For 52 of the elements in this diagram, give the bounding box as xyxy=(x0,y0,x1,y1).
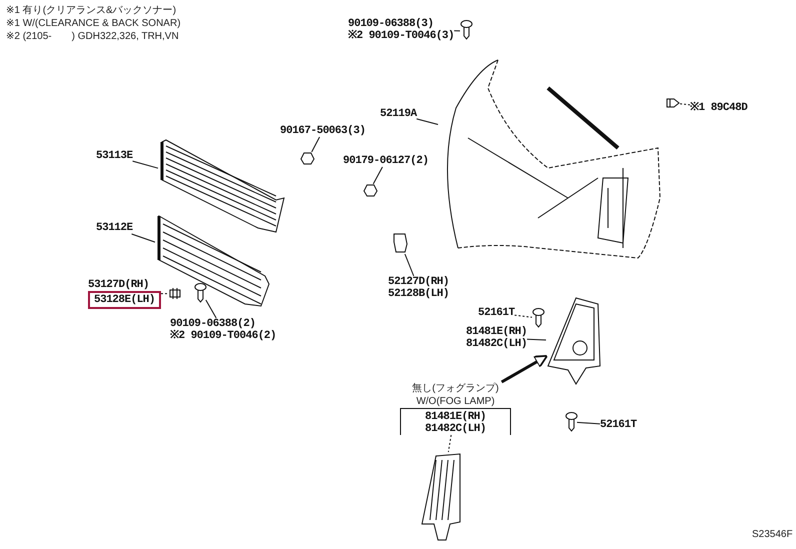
leader-line xyxy=(132,160,158,169)
leader-line xyxy=(311,136,320,152)
part-number: 90179-06127(2) xyxy=(343,155,428,167)
part-number: 52161T xyxy=(600,419,637,431)
part-number: 90167-50063(3) xyxy=(280,125,366,137)
part-number: 90109-06388(3) xyxy=(348,18,434,30)
leader-line xyxy=(514,314,532,318)
grille-drawing xyxy=(158,138,286,234)
leader-line xyxy=(205,300,217,318)
footnote: ※1 W/(CLEARANCE & BACK SONAR) xyxy=(6,17,181,30)
leader-line xyxy=(454,30,460,32)
bracket-drawing xyxy=(393,232,408,254)
part-number: 90109-06388(2) xyxy=(170,318,256,330)
part-number: 81482C(LH) xyxy=(466,338,528,350)
part-number: 52161T xyxy=(478,307,515,319)
part-number: 81482C(LH) xyxy=(425,423,486,435)
part-number: ※1 89C48D xyxy=(690,102,748,114)
part-number: 53127D(RH) xyxy=(88,279,150,291)
screw-drawing xyxy=(460,20,473,42)
leader-line xyxy=(680,103,690,106)
leader-line xyxy=(131,234,156,243)
leader-line xyxy=(448,434,452,452)
screw-drawing xyxy=(565,412,577,432)
footnote: ※1 有り(クリアランス&バックソナー) xyxy=(6,4,176,17)
part-number: 53112E xyxy=(96,222,133,234)
variant-note: W/O(FOG LAMP) xyxy=(416,395,495,408)
part-number: 52119A xyxy=(380,108,417,120)
lamp-cover-drawing xyxy=(546,296,600,386)
part-number: 81481E(RH) xyxy=(466,326,528,338)
leader-line xyxy=(372,166,383,184)
leader-line xyxy=(404,254,414,276)
part-number: 53113E xyxy=(96,150,133,162)
part-number: ※2 90109-T0046(2) xyxy=(170,330,276,342)
sensor-drawing xyxy=(666,97,680,109)
leader-line xyxy=(526,338,546,340)
nut-drawing xyxy=(301,152,315,166)
leader-line xyxy=(416,118,438,126)
part-number: 52128B(LH) xyxy=(388,288,450,300)
screw-drawing xyxy=(194,283,208,300)
part-number: 52127D(RH) xyxy=(388,276,450,288)
lamp-cover-drawing xyxy=(420,452,462,542)
part-number: ※2 90109-T0046(3) xyxy=(348,30,454,42)
nut-drawing xyxy=(364,184,376,196)
variant-note: 無し(フォグランプ) xyxy=(412,382,499,395)
part-number: 81481E(RH) xyxy=(425,411,486,423)
diagram-code: S23546F xyxy=(752,528,793,541)
leader-line xyxy=(160,293,168,294)
highlighted-part-number: 53128E(LH) xyxy=(88,291,162,309)
arrow xyxy=(500,355,548,384)
screw-drawing xyxy=(532,308,544,328)
footnote: ※2 (2105- ) GDH322,326, TRH,VN xyxy=(6,30,179,43)
leader-line xyxy=(576,422,600,424)
